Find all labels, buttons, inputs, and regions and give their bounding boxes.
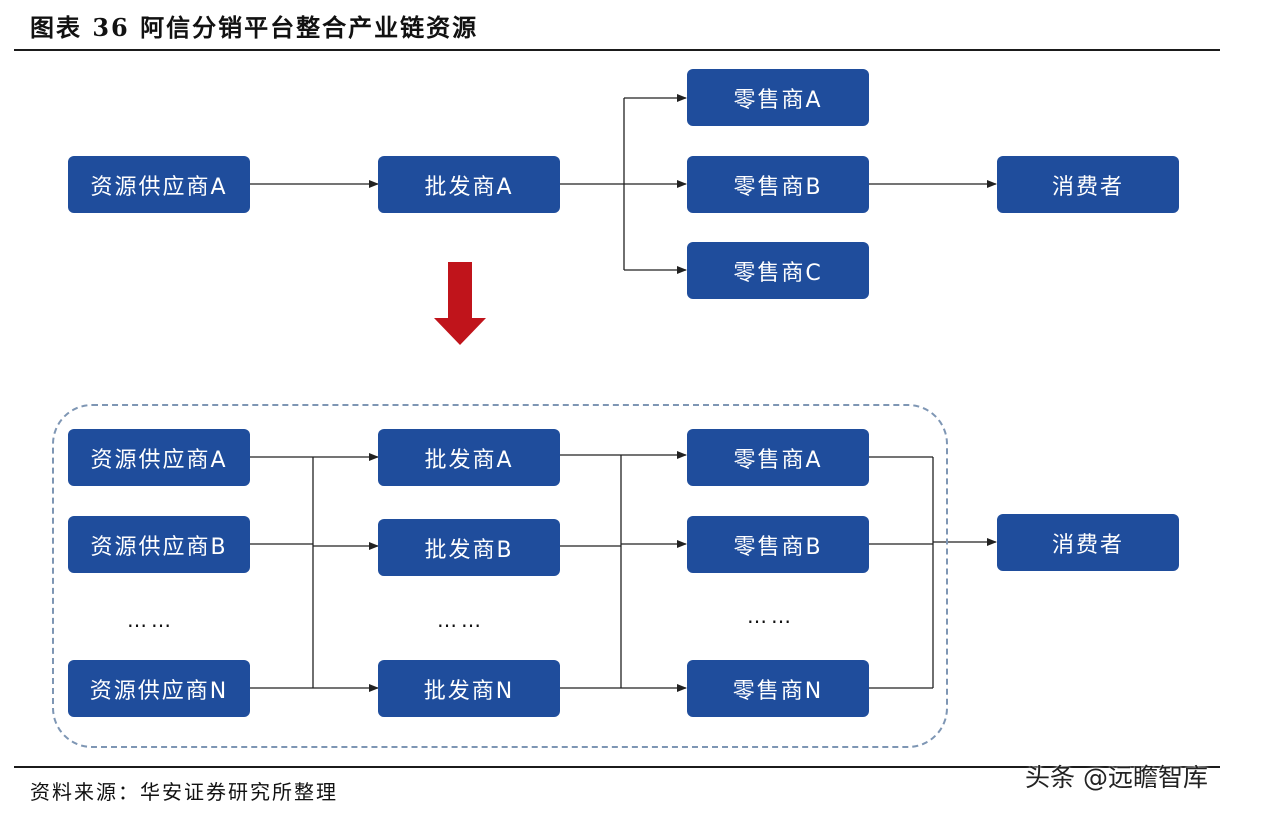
source-note: 资料来源：华安证券研究所整理 (30, 780, 338, 804)
wholesaler-a-box: 批发商A (378, 429, 560, 486)
top-wholesaler-box: 批发商A (378, 156, 560, 213)
top-retailer-b-box: 零售商B (687, 156, 869, 213)
retailer-n-box: 零售商N (687, 660, 869, 717)
wholesaler-ellipsis: …… (437, 608, 485, 632)
supplier-b-box: 资源供应商B (68, 516, 250, 573)
integrated-platform-group (52, 404, 948, 748)
footer-divider (14, 766, 1220, 768)
top-consumer-box: 消费者 (997, 156, 1179, 213)
retailer-b-box: 零售商B (687, 516, 869, 573)
supplier-n-box: 资源供应商N (68, 660, 250, 717)
top-retailer-a-box: 零售商A (687, 69, 869, 126)
watermark: 头条 @远瞻智库 (1025, 763, 1208, 792)
retailer-ellipsis: …… (747, 604, 795, 628)
supplier-ellipsis: …… (127, 608, 175, 632)
title-divider (14, 49, 1220, 51)
supplier-a-box: 资源供应商A (68, 429, 250, 486)
figure-title: 图表 36 阿信分销平台整合产业链资源 (30, 13, 479, 42)
consumer-box: 消费者 (997, 514, 1179, 571)
retailer-a-box: 零售商A (687, 429, 869, 486)
top-retailer-c-box: 零售商C (687, 242, 869, 299)
wholesaler-b-box: 批发商B (378, 519, 560, 576)
top-supplier-box: 资源供应商A (68, 156, 250, 213)
down-arrow-icon (434, 262, 486, 345)
wholesaler-n-box: 批发商N (378, 660, 560, 717)
